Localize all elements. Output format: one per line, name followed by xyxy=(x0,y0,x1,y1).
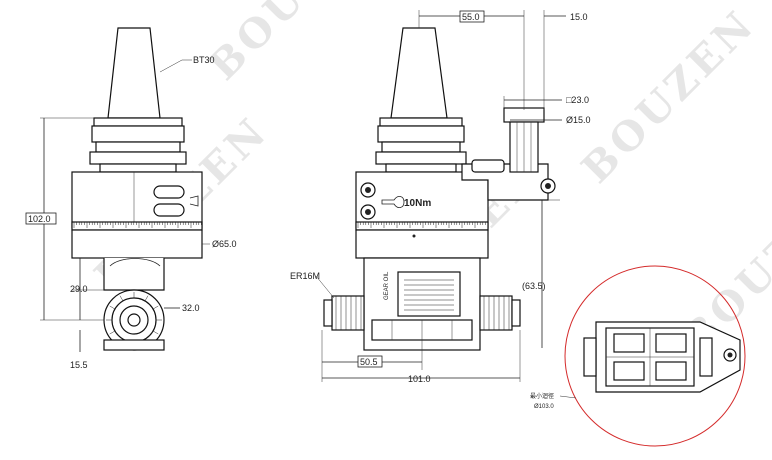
taper-cone xyxy=(390,27,448,119)
oil-slot xyxy=(153,185,185,199)
top-right-dim: 15.0 xyxy=(570,12,588,22)
detail-pad xyxy=(613,333,645,353)
bt30-leader xyxy=(159,59,183,73)
depth-dim: (63.5) xyxy=(522,281,546,291)
bt30-label: BT30 xyxy=(193,55,215,65)
head-arc xyxy=(109,258,161,267)
side-label: GEAR OIL xyxy=(384,271,390,300)
diameter-dim: Ø65.0 xyxy=(212,239,237,249)
nameplate xyxy=(397,271,461,317)
collet-leader xyxy=(315,275,335,299)
collar xyxy=(385,163,457,173)
watermark-4: BOUZEN xyxy=(200,0,392,89)
side-lug xyxy=(189,195,199,207)
index-dot xyxy=(412,234,416,238)
flange xyxy=(377,125,465,143)
flange-ring-2 xyxy=(375,151,467,165)
nut-notch xyxy=(144,295,149,302)
plug-center xyxy=(365,187,371,193)
dim-box xyxy=(357,355,383,368)
head-base xyxy=(103,339,165,351)
scale-ring xyxy=(355,221,489,231)
flange-top xyxy=(379,117,463,127)
scale-ring xyxy=(71,221,203,231)
detail-view: 最小迴徑 Ø103.0 xyxy=(530,265,746,447)
radius-dim: Ø103.0 xyxy=(534,404,554,410)
flange-top xyxy=(93,117,183,127)
flange-ring-2 xyxy=(89,151,187,165)
torque-label: 10Nm xyxy=(404,198,431,209)
nut-notch xyxy=(119,295,124,302)
detail-nut-left xyxy=(583,337,597,377)
detail-pad xyxy=(613,361,645,381)
detail-pad xyxy=(655,333,687,353)
offset-h-dim: 32.0 xyxy=(182,303,200,313)
scale-ticks xyxy=(73,222,202,228)
top-dim: 55.0 xyxy=(462,12,480,22)
offset-v-dim: 29.0 xyxy=(70,284,88,294)
nut-notch xyxy=(152,305,159,310)
collet-label: ER16M xyxy=(290,271,320,281)
collet-nut-left xyxy=(331,295,365,331)
arm-clamp xyxy=(471,159,505,173)
bottom-dim: 15.5 xyxy=(70,360,88,370)
spindle-bore xyxy=(127,313,141,327)
plug-center xyxy=(365,209,371,215)
nameplate-text xyxy=(404,279,454,311)
oil-slot xyxy=(153,203,185,217)
half-width-dim: 50.5 xyxy=(360,357,378,367)
locator-arm xyxy=(461,163,549,201)
detail-pad xyxy=(655,361,687,381)
right-view: 10Nm GEAR OIL ER16M xyxy=(290,10,591,384)
lower-housing xyxy=(355,229,489,259)
dim-box xyxy=(459,10,485,23)
nut-notch xyxy=(109,330,116,335)
square-dim: □23.0 xyxy=(566,95,589,105)
flange xyxy=(91,125,185,143)
arm-screw-center xyxy=(545,183,551,189)
flange-ring-1 xyxy=(381,141,461,153)
housing xyxy=(355,171,489,229)
detail-nut-right xyxy=(699,337,713,377)
housing xyxy=(71,171,203,229)
lower-housing xyxy=(71,229,203,259)
flange-ring-1 xyxy=(95,141,181,153)
wrench-icon xyxy=(381,196,405,208)
pin-dia-dim: Ø15.0 xyxy=(566,115,591,125)
height-dim: 102.0 xyxy=(28,214,51,224)
radius-note: 最小迴徑 xyxy=(530,392,554,400)
nut-notch xyxy=(109,305,116,310)
collet-right-tip xyxy=(511,299,521,327)
nut-serrations xyxy=(335,296,510,330)
taper-cone xyxy=(107,27,161,119)
left-view: BT30 102.0 Ø65.0 29.0 32.0 15.5 xyxy=(25,27,237,370)
nut-notch xyxy=(152,330,159,335)
collar xyxy=(99,163,177,173)
scale-ticks xyxy=(357,222,486,228)
watermark-3: BOUZEN xyxy=(573,0,765,192)
width-dim: 101.0 xyxy=(408,374,431,384)
collet-nut-right xyxy=(479,295,513,331)
detail-screw-center xyxy=(727,352,733,358)
dim-box xyxy=(25,212,57,225)
collet-left-tip xyxy=(323,299,333,327)
min-radius-circle xyxy=(564,265,746,447)
note-leader xyxy=(559,395,577,399)
